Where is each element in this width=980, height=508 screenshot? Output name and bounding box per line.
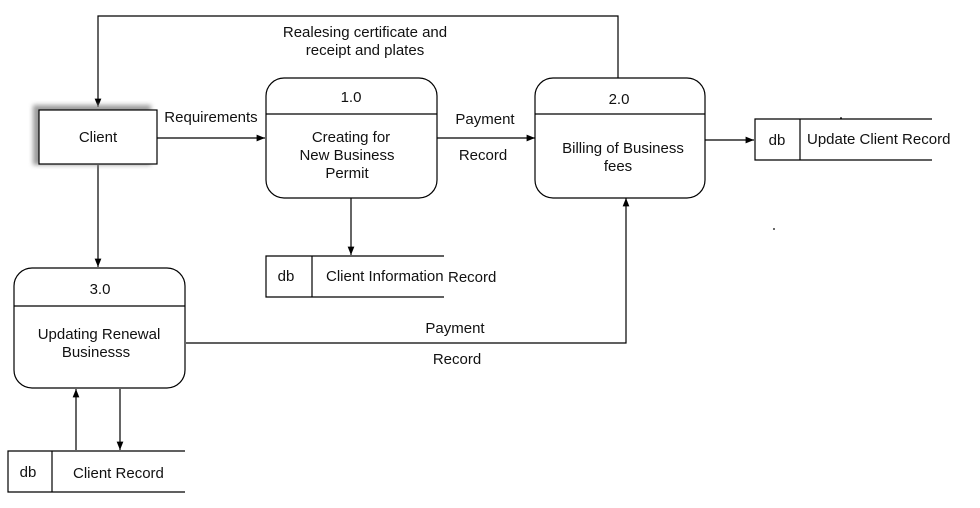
store-client-information-suffix: Record [448,269,496,286]
process-3: 3.0 Updating Renewal Businesss [13,267,186,389]
process-2-line2: fees [604,158,632,175]
process-3-number: 3.0 [90,281,111,298]
process-3-line1: Updating Renewal [38,326,161,343]
data-store-client-record [7,450,185,493]
process-1: 1.0 Creating for New Business Permit [265,77,438,199]
flow-label-requirements: Requirements [164,109,257,126]
process-1-line2: New Business [299,147,394,164]
flow-release-certificate [94,15,619,107]
store-client-record-label: Client Record [73,465,164,482]
process-1-line3: Permit [325,165,369,182]
flow-label-top-line1: Realesing certificate and [283,24,447,41]
store-update-client-tag: db [769,132,786,149]
process-1-number: 1.0 [341,89,362,106]
process-2-line1: Billing of Business [562,140,684,157]
flow-label-payment-2: Payment [425,320,485,337]
stray-dot [773,117,842,230]
store-client-information-label: Client Information [326,268,444,285]
external-entity-client: Client [33,105,158,165]
data-store-client-information [265,255,444,298]
process-1-line1: Creating for [312,129,390,146]
store-update-client-label: Update Client Record [807,131,950,148]
store-client-information-tag: db [278,268,295,285]
data-store-update-client-record [754,118,932,161]
flow-lines [72,15,754,450]
process-2-number: 2.0 [609,91,630,108]
flow-label-record-1: Record [459,147,507,164]
flow-label-top-line2: receipt and plates [306,42,424,59]
flow-payment-record-2 [186,198,630,344]
flow-label-payment-1: Payment [455,111,515,128]
client-label: Client [79,129,118,146]
process-2: 2.0 Billing of Business fees [534,77,706,199]
process-3-line2: Businesss [62,344,130,361]
flow-label-record-2: Record [433,351,481,368]
store-client-record-tag: db [20,464,37,481]
